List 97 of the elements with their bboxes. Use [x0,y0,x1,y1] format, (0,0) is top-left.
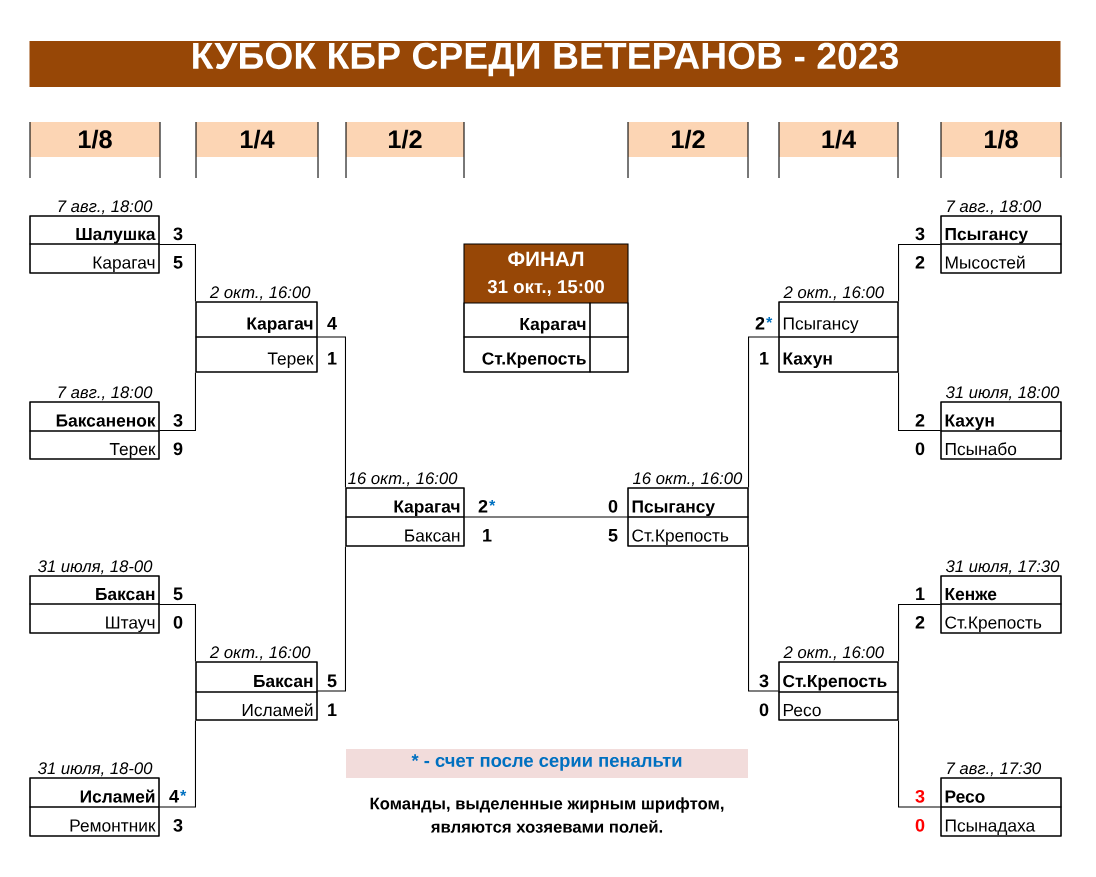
score: 3 [915,227,925,241]
match-date: 2 окт., 16:00 [209,646,311,661]
match-date: 7 авг., 18:00 [947,200,1042,215]
bracket-line [748,546,779,692]
team-cell: Баксан [29,575,160,605]
team-cell: Ст.Крепость [940,603,1062,634]
score: 5 [327,674,337,688]
score: 1 [328,352,337,365]
score: 3 [759,674,769,688]
bracket-line [159,603,196,662]
bracket-line [898,603,941,662]
match-date: 31 июля, 18-00 [38,560,153,575]
score: 0 [915,818,925,832]
team-cell: Кахун [940,401,1062,432]
score: 0 [915,442,925,456]
bracket-line [748,336,779,488]
note-text: Команды, выделенные жирным шрифтом, являются хозяевами полей. [370,797,724,833]
team-cell: Кенже [940,575,1062,605]
score: 0 [759,703,769,717]
bracket-line [159,720,196,808]
team-cell: Ст.Крепость [463,336,591,373]
asterisk: * [489,499,496,506]
bracket-line [159,243,196,302]
team-cell: Псынадаха [940,806,1062,837]
team-cell: Псынабо [940,430,1062,460]
score: 2 [755,316,765,330]
match-date: 2 окт., 16:00 [783,286,884,301]
team-cell: Терек [29,430,160,460]
team-cell: Карагач [463,302,591,338]
match-date: 2 окт., 16:00 [209,286,311,301]
team-cell: Ресо [940,777,1062,808]
bracket-line [317,546,346,692]
team-cell: Ремонтник [29,806,160,837]
score: 3 [173,818,183,832]
team-cell: Штауч [29,603,160,634]
team-cell: Карагач [345,487,465,518]
score: 3 [915,789,925,803]
team-cell: Исламей [29,777,160,808]
asterisk: * [766,316,773,323]
score: 5 [173,256,183,269]
score: 9 [173,442,183,456]
round-header: 1/2 [627,121,749,179]
bracket-line [317,336,346,488]
score: 4 [169,790,179,803]
team-cell: Ст.Крепость [778,661,899,693]
score: 2 [915,615,925,629]
team-cell: Ресо [778,691,899,721]
bracket-line [898,243,941,302]
team-cell: Кахун [778,336,899,373]
team-cell: Карагач [195,301,318,338]
team-cell: Псыгансу [627,487,749,518]
round-header: 1/4 [778,121,899,179]
score: 5 [608,529,618,542]
match-date: 31 июля, 18:00 [945,386,1060,401]
score: 1 [916,587,925,600]
score: 0 [173,615,183,629]
score: 3 [173,413,183,427]
title-banner: КУБОК КБР СРЕДИ ВЕТЕРАНОВ - 2023 [29,41,1061,87]
team-cell: Баксаненок [29,401,160,432]
match-date: 16 окт., 16:00 [633,472,743,487]
bracket-line [159,372,196,432]
team-cell: Шалушка [29,215,160,245]
team-cell: Ст.Крепость [627,516,749,547]
round-header: 1/8 [940,121,1062,179]
team-cell: Терек [195,336,318,373]
team-cell: Псыгансу [778,301,899,338]
score: 5 [173,587,183,601]
round-header: 1/8 [29,121,161,179]
team-cell: Баксан [345,516,465,547]
asterisk: * [180,790,187,797]
match-date: 16 окт., 16:00 [348,472,458,487]
score: 0 [608,499,618,513]
bracket-line [898,372,941,432]
round-header: 1/4 [195,121,319,179]
score: 2 [478,499,488,513]
score: 3 [173,227,183,241]
score: 4 [327,317,337,330]
team-cell: Мысостей [940,243,1062,274]
match-date: 31 июля, 17:30 [945,560,1060,575]
bracket-line [898,720,941,808]
team-cell: Псыгансу [940,215,1062,245]
score: 2 [915,413,925,427]
team-cell: Карагач [29,243,160,274]
match-date: 2 окт., 16:00 [783,646,884,661]
score: 2 [915,255,925,269]
score: 1 [760,352,769,365]
bracket-line [464,516,628,518]
round-header: 1/2 [345,121,465,179]
score: 1 [328,703,337,716]
match-date: 31 июля, 18-00 [38,762,153,777]
match-date: 7 авг., 17:30 [947,762,1042,777]
note-band: * - счет после серии пенальти [346,749,748,778]
score: 1 [483,529,492,542]
team-cell: Исламей [195,691,318,721]
match-date: 7 авг., 18:00 [58,386,153,401]
team-cell: Баксан [195,661,318,693]
match-date: 7 авг., 18:00 [58,200,153,215]
